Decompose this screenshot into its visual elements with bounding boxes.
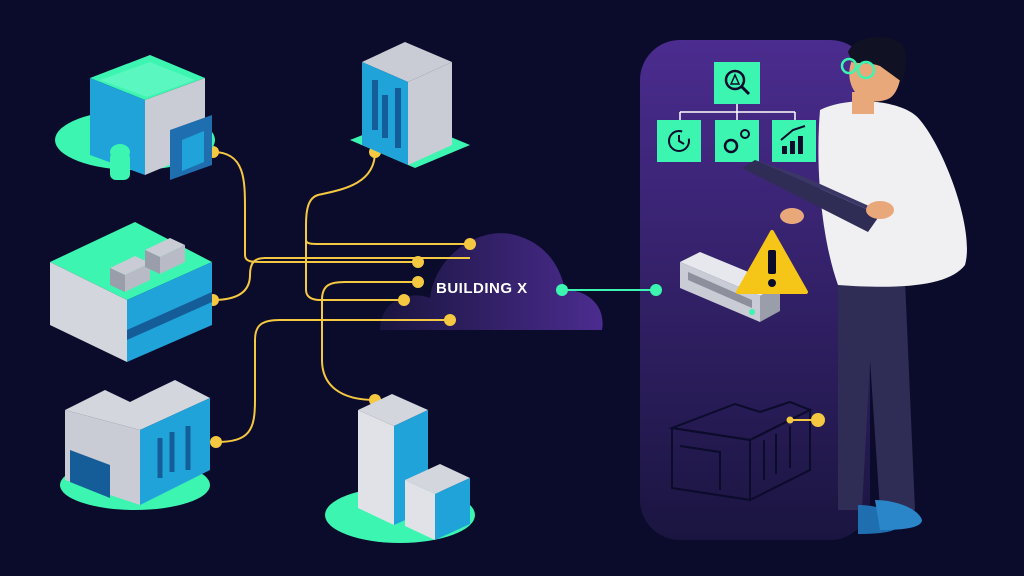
clock-history-icon	[657, 120, 701, 162]
alert-line-2: ROOT CAUSE: FAN MOTOR	[669, 373, 815, 385]
hub-label: BUILDING X	[436, 280, 528, 297]
alert-message: HVAC FAULT DETECTED – ROOT CAUSE: FAN MO…	[669, 358, 829, 400]
cloud-device-connector	[556, 284, 662, 296]
alert-line-1: HVAC FAULT DETECTED –	[669, 359, 809, 371]
building-1	[55, 55, 215, 180]
analytics-search-icon	[714, 62, 760, 104]
warning-triangle-icon	[736, 230, 808, 294]
analysis-hierarchy	[679, 104, 796, 120]
growth-chart-icon	[772, 120, 816, 162]
connector-lines	[212, 151, 470, 443]
building-4	[60, 380, 210, 510]
alert-card: HVAC FAULT DETECTED – ROOT CAUSE: FAN MO…	[655, 344, 837, 512]
connector-endpoints	[207, 146, 476, 448]
building-2	[350, 42, 470, 168]
building-5	[325, 394, 475, 543]
alert-line-3: IN BUILDING 3	[669, 387, 746, 399]
gears-icon	[715, 120, 759, 162]
hvac-device	[680, 252, 780, 322]
building-3	[50, 222, 212, 362]
